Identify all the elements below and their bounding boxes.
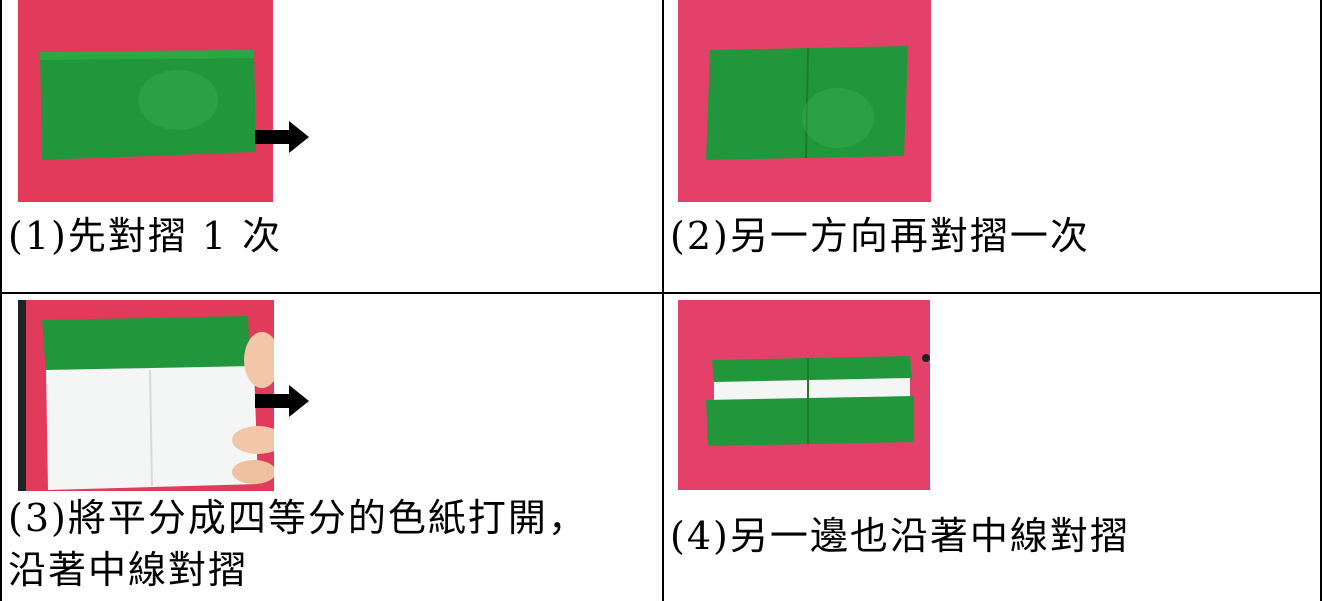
arrow-right-icon bbox=[255, 385, 309, 417]
table-border-left bbox=[0, 0, 2, 601]
step-4-cell: (4)另一邊也沿著中線對摺 bbox=[664, 294, 1320, 601]
step-4-photo bbox=[678, 300, 930, 490]
step-4-paper-illustration bbox=[678, 300, 930, 490]
step-3-caption-line-2: 沿著中線對摺 bbox=[8, 548, 249, 592]
step-2-photo bbox=[678, 0, 931, 202]
step-3-cell: (3)將平分成四等分的色紙打開， 沿著中線對摺 bbox=[2, 294, 662, 601]
step-3-caption-line-1: (3)將平分成四等分的色紙打開， bbox=[8, 496, 588, 540]
table-border-middle bbox=[662, 0, 664, 601]
step-2-cell: (2)另一方向再對摺一次 bbox=[664, 0, 1320, 292]
step-3-paper-illustration bbox=[18, 300, 274, 491]
table-border-row-divider bbox=[0, 292, 1322, 294]
step-1-caption: (1)先對摺 1 次 bbox=[8, 214, 283, 258]
arrow-right-icon bbox=[255, 121, 309, 153]
step-2-paper-illustration bbox=[678, 0, 931, 202]
step-1-photo bbox=[18, 0, 273, 202]
step-1-cell: (1)先對摺 1 次 bbox=[2, 0, 662, 292]
step-3-photo bbox=[18, 300, 274, 491]
table-border-right bbox=[1320, 0, 1322, 601]
step-2-caption: (2)另一方向再對摺一次 bbox=[670, 214, 1090, 258]
step-1-paper-illustration bbox=[18, 0, 273, 202]
step-4-caption: (4)另一邊也沿著中線對摺 bbox=[670, 514, 1130, 558]
